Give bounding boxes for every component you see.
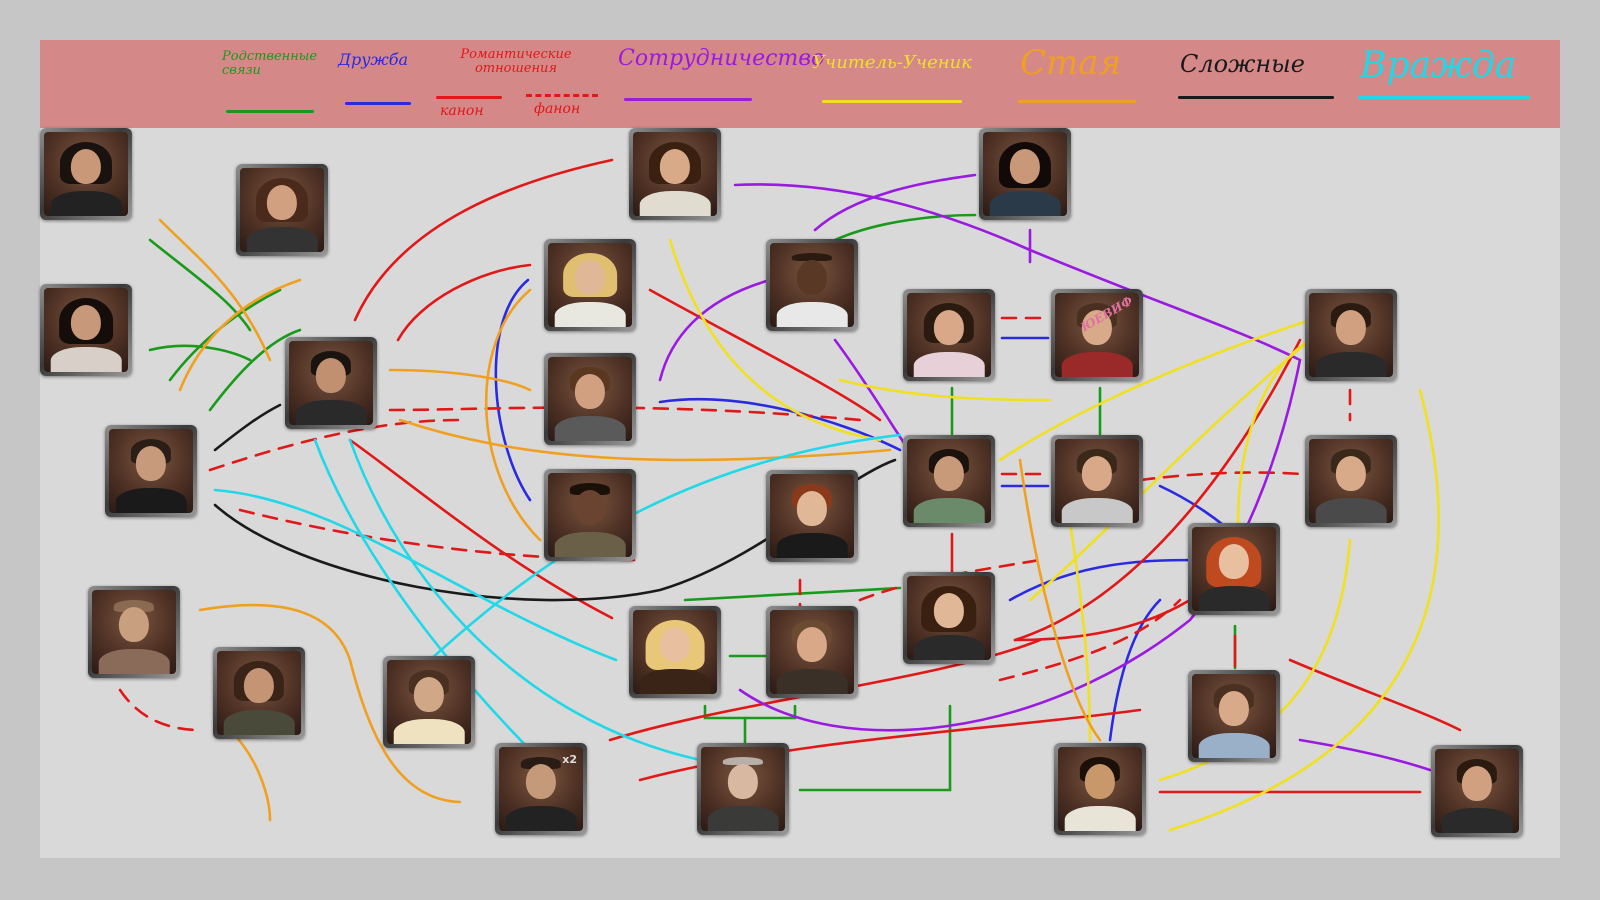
legend-enmity-label: Вражда — [1360, 45, 1517, 86]
character-portrait[interactable] — [88, 586, 180, 678]
kinship-link — [148, 344, 252, 362]
friendship-link — [1008, 558, 1202, 602]
character-portrait[interactable]: ЮЕВИФ — [1051, 289, 1143, 381]
mentor-link — [1168, 388, 1441, 832]
character-portrait[interactable] — [40, 128, 132, 220]
friendship-link — [1108, 598, 1162, 742]
character-portrait[interactable] — [1051, 435, 1143, 527]
character-portrait[interactable] — [979, 128, 1071, 220]
legend-cooperation-line — [624, 98, 752, 101]
character-portrait[interactable] — [629, 128, 721, 220]
romance-fanon-link — [208, 418, 462, 472]
cooperation-link — [1298, 738, 1432, 772]
mentor-link — [1158, 538, 1352, 782]
character-portrait[interactable] — [903, 572, 995, 664]
character-portrait[interactable] — [1431, 745, 1523, 837]
relationship-board: Родственные связи Дружба Романтические о… — [40, 40, 1560, 858]
legend-kinship-label: Родственные связи — [222, 49, 318, 79]
character-portrait[interactable] — [629, 606, 721, 698]
legend-bar: Родственные связи Дружба Романтические о… — [40, 40, 1560, 128]
friendship-link — [658, 398, 902, 452]
character-portrait[interactable] — [40, 284, 132, 376]
romance-fanon-link — [388, 406, 862, 422]
character-portrait[interactable] — [105, 425, 197, 517]
legend-complicated-line — [1178, 96, 1334, 99]
legend-complicated-label: Сложные — [1180, 50, 1305, 78]
enmity-link — [348, 438, 702, 762]
character-portrait[interactable] — [285, 337, 377, 429]
character-portrait[interactable] — [1188, 670, 1280, 762]
romance-canon-link — [1288, 658, 1462, 732]
pack-link — [198, 603, 462, 804]
character-portrait[interactable] — [544, 353, 636, 445]
character-portrait[interactable] — [766, 239, 858, 331]
character-portrait[interactable] — [383, 656, 475, 748]
character-portrait[interactable] — [697, 743, 789, 835]
pack-link — [158, 218, 272, 362]
romance-canon-link — [1013, 338, 1302, 642]
romance-canon-link — [1013, 598, 1192, 642]
cooperation-link — [813, 173, 977, 232]
romance-fanon-link — [118, 688, 202, 732]
legend-pack-line — [1018, 100, 1136, 103]
legend-pack-label: Стая — [1020, 43, 1122, 83]
kinship-link — [703, 704, 797, 720]
character-portrait[interactable] — [213, 647, 305, 739]
pack-link — [178, 278, 302, 392]
kinship-link — [168, 288, 282, 382]
romance-canon-link — [396, 263, 532, 342]
mentor-link — [998, 318, 1312, 462]
kinship-link — [833, 213, 977, 242]
relationship-links — [118, 158, 1462, 832]
character-portrait[interactable] — [544, 239, 636, 331]
pack-link — [484, 288, 542, 542]
romance-canon-link — [353, 158, 614, 322]
character-portrait[interactable] — [766, 470, 858, 562]
enmity-link — [213, 488, 618, 662]
legend-friendship-label: Дружба — [338, 50, 409, 69]
kinship-link — [208, 328, 302, 412]
kinship-link — [798, 704, 952, 792]
character-portrait[interactable] — [903, 289, 995, 381]
character-portrait[interactable] — [1188, 523, 1280, 615]
kinship-link — [148, 238, 252, 332]
character-portrait[interactable] — [236, 164, 328, 256]
complicated-link — [213, 403, 282, 452]
legend-enmity-line — [1358, 96, 1530, 99]
romance-canon-link — [648, 288, 882, 422]
character-portrait[interactable] — [903, 435, 995, 527]
kinship-link — [683, 586, 902, 602]
pack-link — [1018, 458, 1102, 742]
legend-fanon-line — [526, 94, 598, 97]
character-portrait[interactable]: x2 — [495, 743, 587, 835]
legend-cooperation-label: Сотрудничество — [618, 46, 825, 71]
cooperation-link — [658, 278, 772, 382]
legend-friendship-line — [345, 102, 411, 105]
cooperation-link — [738, 358, 1302, 732]
romance-canon-link — [348, 438, 614, 620]
pack-link — [398, 418, 892, 462]
mentor-link — [668, 238, 882, 442]
legend-romance-label: Романтические отношения — [460, 47, 572, 76]
legend-mentor-line — [822, 100, 962, 103]
enmity-link — [313, 438, 542, 762]
character-portrait[interactable] — [544, 469, 636, 561]
character-portrait[interactable] — [1305, 289, 1397, 381]
character-portrait[interactable] — [766, 606, 858, 698]
legend-canon-label: канон — [440, 103, 484, 119]
mentor-link — [838, 378, 1052, 402]
legend-fanon-label: фанон — [534, 101, 581, 117]
legend-kinship-line — [226, 110, 314, 113]
twins-badge: x2 — [562, 753, 577, 766]
pack-link — [228, 728, 272, 822]
character-portrait[interactable] — [1054, 743, 1146, 835]
legend-mentor-label: Учитель-Ученик — [812, 52, 972, 73]
friendship-link — [494, 278, 532, 502]
character-portrait[interactable] — [1305, 435, 1397, 527]
legend-canon-line — [436, 96, 502, 99]
romance-fanon-link — [998, 598, 1182, 682]
mentor-link — [1028, 338, 1312, 602]
pack-link — [388, 368, 532, 392]
